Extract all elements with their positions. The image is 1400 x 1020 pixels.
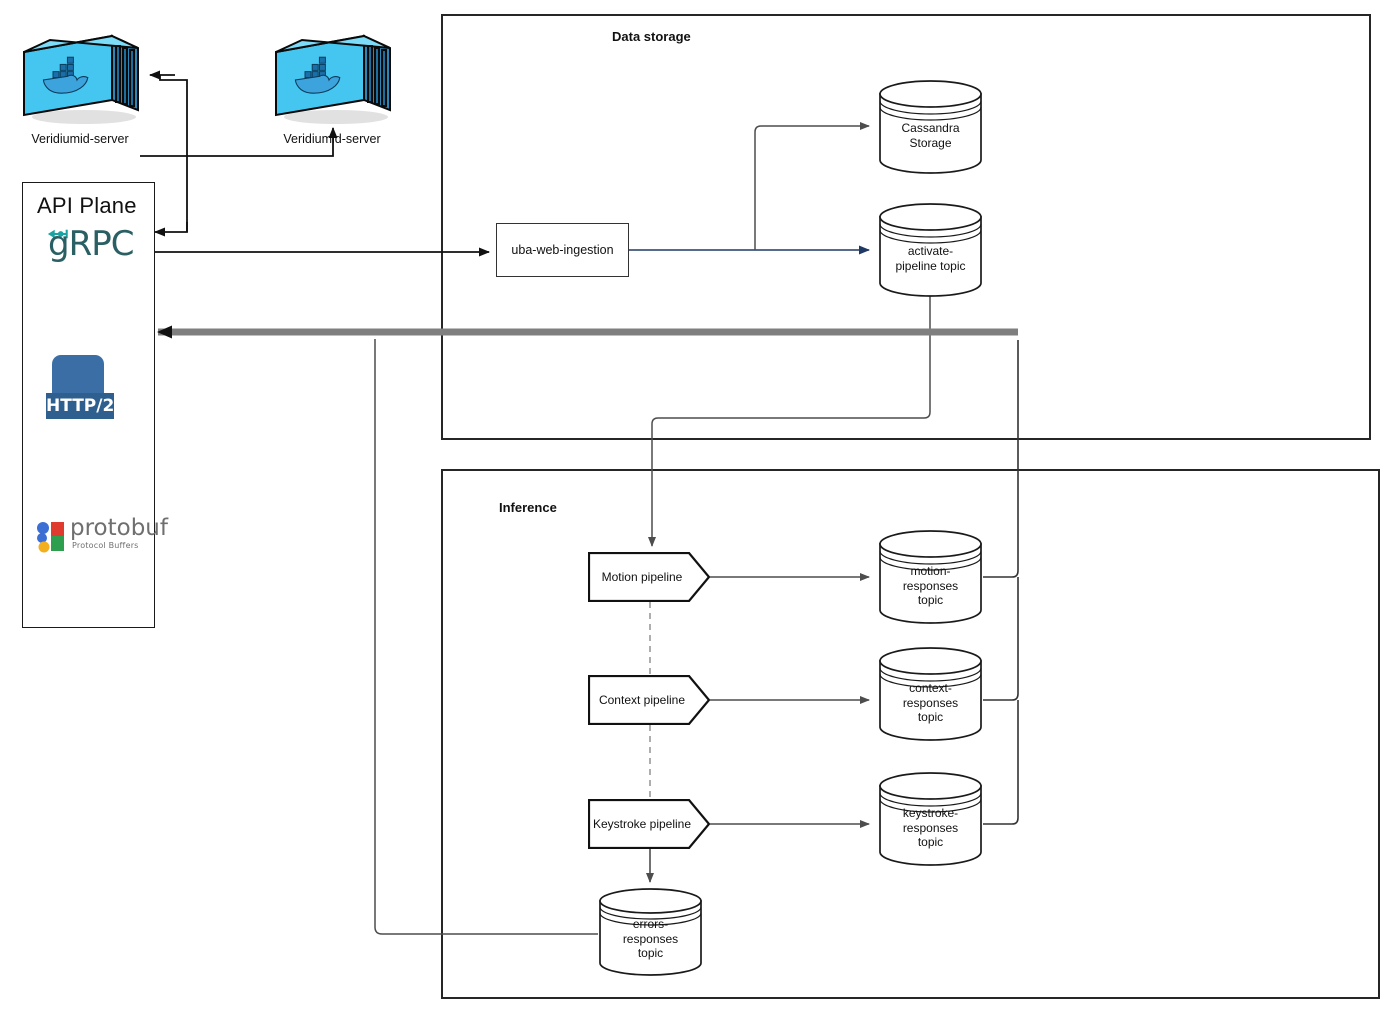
server-node-2: Veridiumid-server — [266, 22, 398, 146]
http2-logo-band — [46, 393, 114, 419]
node-uba-web-ingestion[interactable]: uba-web-ingestion — [496, 223, 629, 277]
docker-container-icon — [14, 22, 146, 128]
node-keystroke-pipeline[interactable]: Keystroke pipeline — [587, 798, 711, 850]
grpc-label: gRPC — [48, 224, 134, 264]
edge-apiplane-to-server1 — [159, 75, 188, 232]
protobuf-logo-icon: protobuf Protocol Buffers — [36, 515, 168, 561]
grpc-logo-icon: gRPC — [36, 224, 134, 278]
edge-context-topic-to-collector — [983, 577, 1019, 701]
group-title-inference: Inference — [499, 500, 557, 515]
node-label: uba-web-ingestion — [511, 243, 614, 257]
api-plane-title: API Plane — [37, 193, 137, 218]
protobuf-label: protobuf — [70, 515, 168, 541]
server-node-1: Veridiumid-server — [14, 22, 146, 146]
edge-keystroke-topic-to-collector — [983, 700, 1019, 825]
edge-return-into-grpc — [154, 222, 188, 237]
group-title-data-storage: Data storage — [612, 29, 691, 44]
server-label: Veridiumid-server — [31, 132, 129, 146]
edge-apiplane-to-server2 — [140, 127, 338, 157]
edge-motion-topic-to-collector — [983, 340, 1019, 578]
protobuf-sublabel: Protocol Buffers — [72, 541, 139, 550]
edge-errors-topic-to-api-plane — [374, 339, 598, 935]
http2-label: HTTP/2 — [46, 396, 115, 416]
node-label: Keystroke pipeline — [592, 817, 692, 831]
group-box-data-storage — [441, 14, 1371, 440]
http2-logo-icon: HTTP/2 — [46, 355, 114, 433]
node-motion-pipeline[interactable]: Motion pipeline — [587, 551, 711, 603]
node-context-pipeline[interactable]: Context pipeline — [587, 674, 711, 726]
docker-container-icon — [266, 22, 398, 128]
datastore-label: activate-pipeline topic — [895, 244, 966, 273]
datastore-activate-pipeline-topic[interactable]: activate-pipeline topic — [878, 203, 983, 297]
node-label: Motion pipeline — [601, 570, 683, 584]
edge-activate-topic-to-motion-pipeline — [648, 292, 931, 547]
group-box-inference — [441, 469, 1380, 999]
node-label: Context pipeline — [598, 693, 686, 707]
edge-uba-to-cassandra — [754, 122, 870, 250]
server-label: Veridiumid-server — [283, 132, 381, 146]
